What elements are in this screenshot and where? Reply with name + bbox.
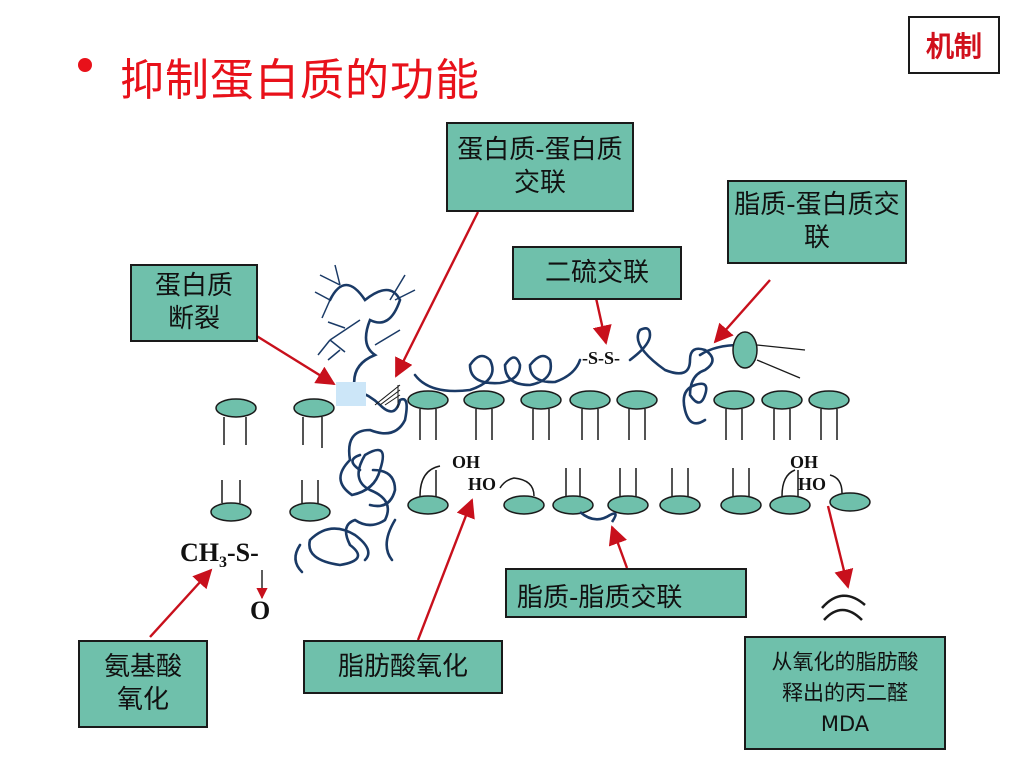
label-lipid-protein-crosslink: 脂质-蛋白质交联 [727,180,907,264]
lipid-head [210,502,252,522]
methionine-sulfoxide-group: CH3-S- [180,538,259,572]
cleavage-marker [336,382,366,406]
hydroxyl-label-right-ho: HO [798,474,827,494]
annotation-arrows [149,211,854,641]
mda-symbol [821,594,866,621]
protein-branches [314,264,416,361]
lipid-head [407,390,449,410]
protein-chain-middle [413,327,742,425]
title-bullet [78,58,92,72]
lipid-head [761,390,803,410]
lipid-head [829,492,871,512]
lipid-head [215,398,257,418]
label-lipid-lipid-crosslink: 脂质-脂质交联 [505,568,747,618]
label-disulfide-crosslink: 二硫交联 [512,246,682,300]
lipid-head [713,390,755,410]
lipid-head [569,390,611,410]
hydroxyl-label-right-oh: OH [790,452,819,472]
lipid-head [503,495,545,515]
lipid-head [607,495,649,515]
lipid-head [616,390,658,410]
lipid-head [720,495,762,515]
oxygen-label: O [250,596,271,625]
linked-lipid-head [732,331,758,369]
lipid-head [659,495,701,515]
lipid-head [552,495,594,515]
lipid-head [463,390,505,410]
hydroxyl-label-left-oh: OH [452,452,481,472]
label-mda-release: 从氧化的脂肪酸释出的丙二醛MDA [744,636,946,750]
cleavage-fan [374,384,401,408]
lipid-tails [221,409,843,503]
lipid-head [520,390,562,410]
lipid-head [289,502,331,522]
label-protein-protein-crosslink: 蛋白质-蛋白质交联 [446,122,634,212]
lipid-head [808,390,850,410]
slide-title: 抑制蛋白质的功能 [120,55,480,106]
label-fatty-acid-oxidation: 脂肪酸氧化 [303,640,503,694]
lipid-head [293,398,335,418]
protein-chain-left [294,283,408,574]
subscript-3: 3 [219,554,227,572]
lipid-lipid-link [579,510,617,523]
hydroxyl-label-left-ho: HO [468,474,497,494]
ch-text: CH [180,538,219,567]
mechanism-badge: 机制 [908,16,1000,74]
label-protein-cleavage: 蛋白质断裂 [130,264,258,342]
label-amino-acid-oxidation: 氨基酸氧化 [78,640,208,728]
lipid-head [769,495,811,515]
lower-leaflet [210,492,871,522]
sulfur-text: -S- [227,538,259,567]
disulfide-bond-label: -S-S- [582,348,621,368]
lipid-head [407,495,449,515]
upper-leaflet [215,390,850,418]
